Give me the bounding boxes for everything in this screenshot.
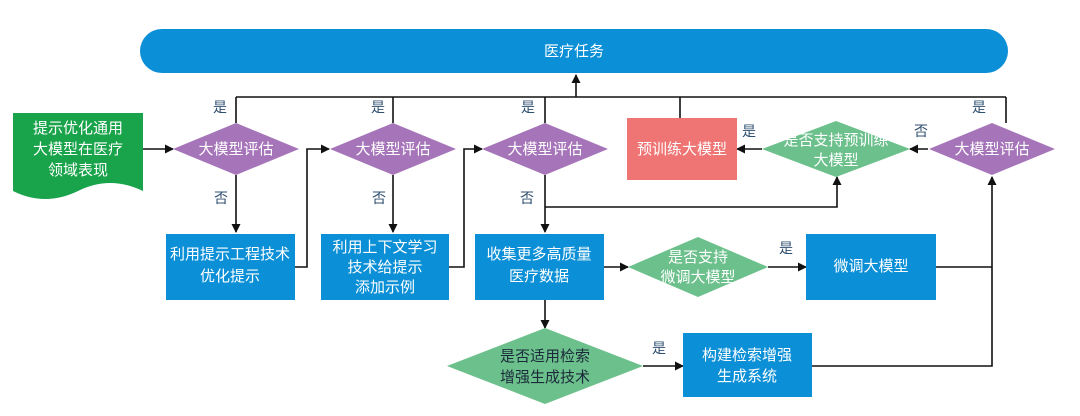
eval2-no-label: 否: [372, 191, 386, 207]
rag-build-node: 构建检索增强 生成系统: [683, 333, 812, 397]
eval3-yes-label: 是: [521, 100, 535, 116]
support-pretrain-node: 是否支持预训练 大模型: [762, 121, 910, 177]
start-line-2: 大模型在医疗: [33, 140, 123, 158]
rag-applicable-line-1: 是否适用检索: [500, 347, 590, 365]
eval-node-1: 大模型评估: [173, 123, 299, 175]
collect-line-1: 收集更多高质量: [486, 245, 591, 263]
edge-prompt-eval2: [295, 144, 330, 268]
support-finetune-node: 是否支持 微调大模型: [628, 237, 768, 297]
pretrain-yes-label: 是: [742, 124, 756, 140]
pretrain-node: 预训练大模型: [627, 118, 737, 180]
rag-yes-label: 是: [652, 341, 666, 357]
pretrain-label: 预训练大模型: [637, 140, 727, 158]
eval-node-4: 大模型评估: [929, 123, 1055, 175]
start-line-3: 领域表现: [48, 161, 108, 179]
eval2-yes-label: 是: [371, 100, 385, 116]
finetune-node: 微调大模型: [806, 234, 936, 300]
eval1-no-label: 否: [214, 191, 228, 207]
eval-label-4: 大模型评估: [954, 140, 1029, 158]
rag-applicable-node: 是否适用检索 增强生成技术: [447, 328, 643, 404]
finetune-label: 微调大模型: [833, 257, 908, 275]
support-finetune-line-2: 微调大模型: [660, 268, 735, 286]
eval4-no-label: 否: [914, 124, 928, 140]
edge-labels: 是 否 是 否 是 否 是 否 是 是 是: [213, 100, 986, 357]
eval4-yes-label: 是: [972, 100, 986, 116]
task-node: 医疗任务: [140, 29, 1008, 73]
prompt-eng-line-2: 优化提示: [200, 267, 260, 285]
context-line-2: 技术给提示: [347, 258, 422, 276]
prompt-eng-node: 利用提示工程技术 优化提示: [166, 234, 295, 300]
edges: [143, 74, 1007, 371]
start-node: 提示优化通用 大模型在医疗 领域表现: [13, 113, 143, 199]
context-learn-node: 利用上下文学习 技术给提示 添加示例: [321, 234, 449, 300]
eval-label-3: 大模型评估: [507, 140, 582, 158]
eval-node-2: 大模型评估: [330, 123, 456, 175]
rag-build-line-1: 构建检索增强: [702, 346, 792, 364]
edge-to-support-pretrain: [545, 176, 842, 208]
eval-label-1: 大模型评估: [198, 140, 273, 158]
context-line-3: 添加示例: [355, 278, 415, 296]
edge-context-eval3: [449, 144, 483, 268]
edge-ragbuild-eval4: [812, 176, 997, 367]
eval1-yes-label: 是: [213, 100, 227, 116]
collect-data-node: 收集更多高质量 医疗数据: [475, 234, 604, 300]
rag-applicable-line-2: 增强生成技术: [500, 368, 590, 386]
eval-label-2: 大模型评估: [355, 140, 430, 158]
support-pretrain-line-1: 是否支持预训练: [783, 131, 888, 149]
support-finetune-line-1: 是否支持: [668, 248, 728, 266]
collect-line-2: 医疗数据: [509, 267, 569, 285]
task-label: 医疗任务: [544, 42, 604, 60]
rag-build-line-2: 生成系统: [717, 367, 777, 385]
prompt-eng-line-1: 利用提示工程技术: [170, 245, 290, 263]
support-pretrain-line-2: 大模型: [813, 151, 858, 169]
eval-node-3: 大模型评估: [482, 123, 608, 175]
finetune-yes-label: 是: [779, 241, 793, 257]
start-line-1: 提示优化通用: [33, 119, 123, 137]
context-line-1: 利用上下文学习: [332, 238, 437, 256]
eval3-no-label: 否: [520, 191, 534, 207]
